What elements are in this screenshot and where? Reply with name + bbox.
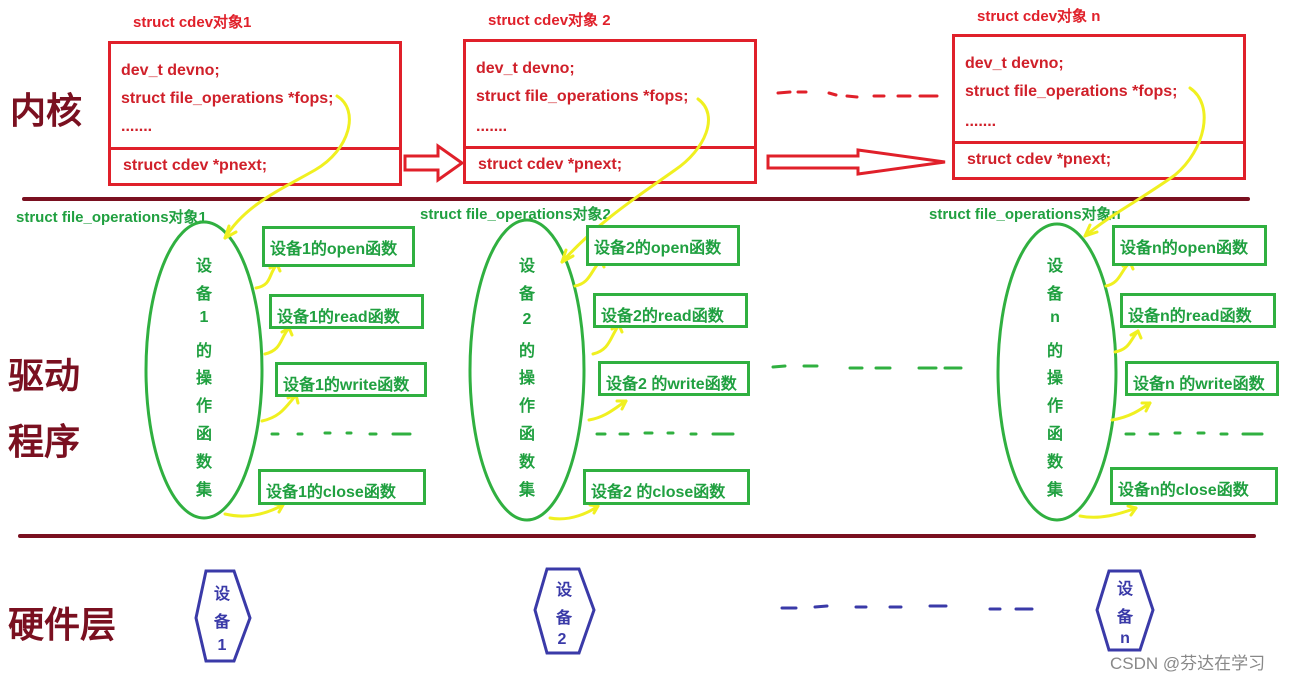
fops-ellipse-n (996, 222, 1118, 522)
func-box-1-write: 设备1的write函数 (275, 362, 427, 397)
func-box-1-close: 设备1的close函数 (258, 469, 426, 505)
func-box-n-close: 设备n的close函数 (1110, 467, 1278, 505)
fops-title-2: struct file_operations对象2 (420, 206, 611, 223)
cdev-title-2: struct cdev对象 2 (488, 12, 611, 29)
func-box-n-read: 设备n的read函数 (1120, 293, 1276, 328)
fops-pointer-n (1083, 86, 1206, 238)
layer-label-driver-2: 程序 (8, 421, 81, 462)
cdev-n-more: ....... (965, 113, 997, 130)
cdev-1-pnext: struct cdev *pnext; (123, 157, 268, 174)
cdev-box-n: dev_t devno; struct file_operations *fop… (952, 34, 1246, 180)
cdev-1-more: ....... (121, 118, 153, 135)
driver-hardware-separator (18, 534, 1256, 538)
cdev-box-1: dev_t devno; struct file_operations *fop… (108, 41, 402, 186)
pnext-arrow-1 (403, 143, 465, 183)
fops-pointer-1 (223, 94, 351, 240)
csdn-watermark: CSDN @芬达在学习 (1110, 654, 1266, 673)
func-box-n-open: 设备n的open函数 (1112, 225, 1267, 266)
device-hexagon-1 (194, 569, 252, 663)
fops-ellipse-1 (144, 220, 264, 520)
cdev-title-1: struct cdev对象1 (133, 14, 252, 31)
fops-ellipse-2 (468, 218, 586, 522)
fops-title-1: struct file_operations对象1 (16, 209, 207, 226)
pnext-arrow-2 (766, 148, 946, 176)
cdev-title-n: struct cdev对象 n (977, 8, 1101, 25)
layer-label-kernel: 内核 (10, 90, 83, 131)
cdev-2-devno: dev_t devno; (476, 60, 575, 77)
layer-label-driver-1: 驱动 (8, 355, 81, 396)
cdev-n-pnext: struct cdev *pnext; (967, 151, 1112, 168)
cdev-n-devno: dev_t devno; (965, 55, 1064, 72)
cdev-2-pnext: struct cdev *pnext; (478, 156, 623, 173)
red-dashes (776, 90, 939, 99)
layer-label-hardware: 硬件层 (8, 604, 117, 645)
cdev-2-fops: struct file_operations *fops; (476, 88, 689, 105)
func-box-2-write: 设备2 的write函数 (598, 361, 750, 396)
func-box-n-write: 设备n 的write函数 (1125, 361, 1279, 396)
func-box-2-close: 设备2 的close函数 (583, 469, 750, 505)
cdev-2-more: ....... (476, 118, 508, 135)
func-box-1-open: 设备1的open函数 (262, 226, 415, 267)
func-box-1-read: 设备1的read函数 (269, 294, 424, 329)
device-hexagon-n (1095, 569, 1155, 652)
func-box-2-open: 设备2的open函数 (586, 225, 740, 266)
func-box-2-read: 设备2的read函数 (593, 293, 748, 328)
cdev-1-devno: dev_t devno; (121, 62, 220, 79)
device-hexagon-2 (533, 567, 596, 655)
fops-title-n: struct file_operations对象n (929, 206, 1121, 223)
cdev-1-fops: struct file_operations *fops; (121, 90, 334, 107)
cdev-n-fops: struct file_operations *fops; (965, 83, 1178, 100)
